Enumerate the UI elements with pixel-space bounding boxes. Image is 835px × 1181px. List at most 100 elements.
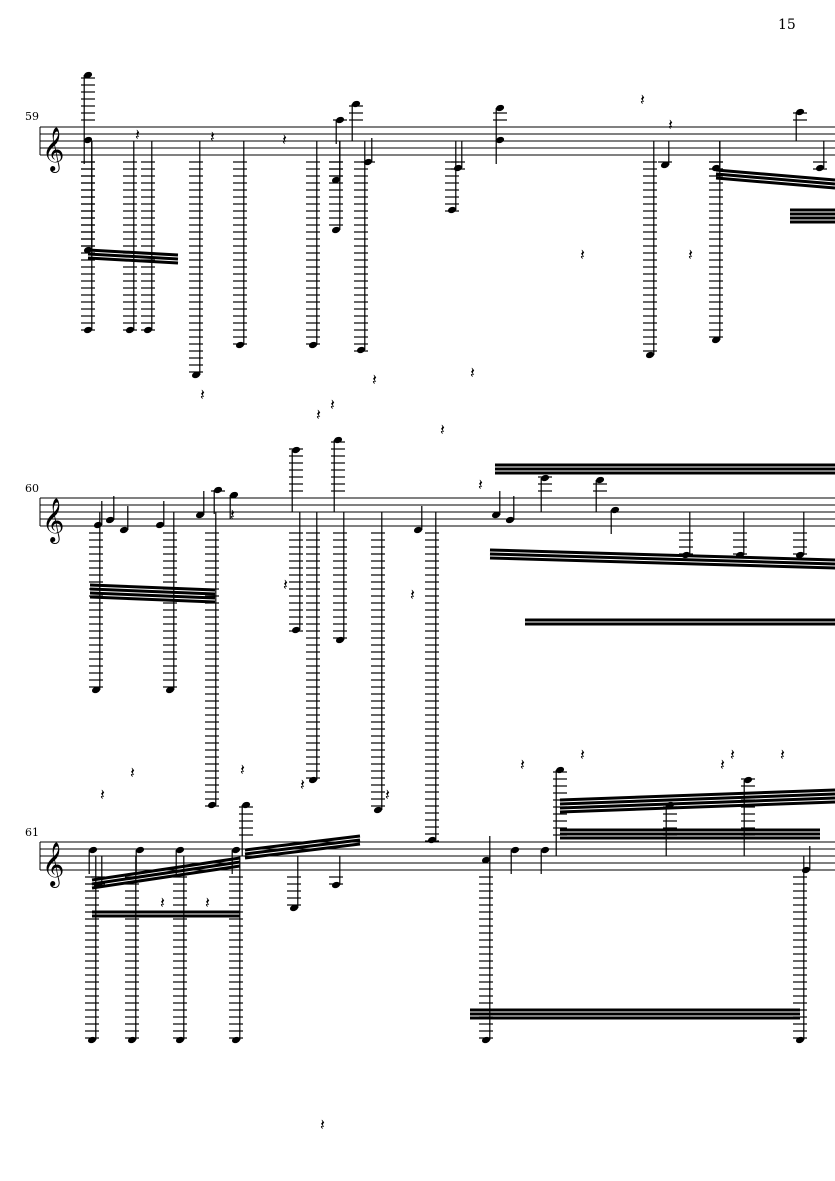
beam xyxy=(89,583,216,592)
treble-clef-icon: 𝄞 xyxy=(42,498,64,544)
notehead xyxy=(143,326,153,334)
beam xyxy=(489,548,835,562)
quarter-rest-icon: 𝄽 xyxy=(520,755,525,774)
page-number: 15 xyxy=(778,17,796,33)
beam xyxy=(715,176,835,190)
quarter-rest-icon: 𝄽 xyxy=(730,745,735,764)
beam xyxy=(715,172,835,186)
notehead xyxy=(83,71,93,79)
notehead xyxy=(540,846,550,854)
measure-number-61: 61 xyxy=(25,826,39,839)
beam xyxy=(89,591,216,600)
notehead xyxy=(195,511,205,519)
notehead xyxy=(241,801,251,809)
notehead xyxy=(481,1036,491,1044)
treble-clef-icon: 𝄞 xyxy=(42,127,64,173)
notehead xyxy=(711,336,721,344)
quarter-rest-icon: 𝄽 xyxy=(640,90,645,109)
notehead xyxy=(88,846,98,854)
notehead xyxy=(555,766,565,774)
notehead xyxy=(289,904,299,912)
quarter-rest-icon: 𝄽 xyxy=(130,763,135,782)
notehead xyxy=(191,371,201,379)
notehead xyxy=(213,486,223,494)
notehead xyxy=(308,341,318,349)
beam xyxy=(489,556,835,570)
quarter-rest-icon: 𝄽 xyxy=(372,370,377,389)
quarter-rest-icon: 𝄽 xyxy=(470,363,475,382)
quarter-rest-icon: 𝄽 xyxy=(580,245,585,264)
notehead xyxy=(125,326,135,334)
quarter-rest-icon: 𝄽 xyxy=(200,385,205,404)
measure-number-59: 59 xyxy=(25,110,39,123)
notehead xyxy=(795,551,805,559)
notehead xyxy=(505,516,515,524)
notehead xyxy=(510,846,520,854)
quarter-rest-icon: 𝄽 xyxy=(230,505,235,524)
notehead xyxy=(331,881,341,889)
beam xyxy=(91,856,241,882)
beam xyxy=(87,256,179,265)
notehead xyxy=(495,136,505,144)
quarter-rest-icon: 𝄽 xyxy=(205,893,210,912)
notehead xyxy=(610,506,620,514)
notehead xyxy=(119,526,129,534)
beam xyxy=(559,800,835,814)
quarter-rest-icon: 𝄽 xyxy=(316,405,321,424)
notehead xyxy=(815,164,825,172)
beam xyxy=(87,248,179,257)
notehead xyxy=(175,1036,185,1044)
notehead xyxy=(481,856,491,864)
notehead xyxy=(373,806,383,814)
quarter-rest-icon: 𝄽 xyxy=(580,745,585,764)
beam xyxy=(87,252,179,261)
notehead xyxy=(335,116,345,124)
quarter-rest-icon: 𝄽 xyxy=(440,420,445,439)
notehead xyxy=(333,436,343,444)
quarter-rest-icon: 𝄽 xyxy=(100,785,105,804)
notehead xyxy=(87,1036,97,1044)
notehead xyxy=(351,100,361,108)
notehead xyxy=(165,686,175,694)
notehead xyxy=(595,476,605,484)
quarter-rest-icon: 𝄽 xyxy=(330,395,335,414)
notehead xyxy=(291,626,301,634)
notehead xyxy=(83,326,93,334)
notehead xyxy=(175,846,185,854)
beam xyxy=(89,587,216,596)
notehead xyxy=(155,521,165,529)
beam xyxy=(489,552,835,566)
measure-number-60: 60 xyxy=(25,482,39,495)
quarter-rest-icon: 𝄽 xyxy=(688,245,693,264)
notehead xyxy=(453,164,463,172)
notehead xyxy=(235,341,245,349)
notehead xyxy=(308,776,318,784)
notehead xyxy=(331,226,341,234)
quarter-rest-icon: 𝄽 xyxy=(410,585,415,604)
notehead xyxy=(127,1036,137,1044)
quarter-rest-icon: 𝄽 xyxy=(478,475,483,494)
quarter-rest-icon: 𝄽 xyxy=(720,755,725,774)
quarter-rest-icon: 𝄽 xyxy=(160,893,165,912)
notehead xyxy=(491,511,501,519)
notehead xyxy=(413,526,423,534)
beam xyxy=(91,864,241,890)
notehead xyxy=(231,846,241,854)
notehead xyxy=(105,516,115,524)
notehead xyxy=(660,161,670,169)
quarter-rest-icon: 𝄽 xyxy=(210,127,215,146)
notehead xyxy=(207,801,217,809)
beam xyxy=(559,796,835,810)
beam xyxy=(89,595,216,604)
quarter-rest-icon: 𝄽 xyxy=(300,775,305,794)
notehead xyxy=(795,108,805,116)
notehead xyxy=(356,346,366,354)
beam xyxy=(715,168,835,182)
notehead xyxy=(447,206,457,214)
quarter-rest-icon: 𝄽 xyxy=(282,130,287,149)
notehead xyxy=(291,446,301,454)
notehead xyxy=(331,176,341,184)
quarter-rest-icon: 𝄽 xyxy=(135,125,140,144)
quarter-rest-icon: 𝄽 xyxy=(320,1115,325,1134)
